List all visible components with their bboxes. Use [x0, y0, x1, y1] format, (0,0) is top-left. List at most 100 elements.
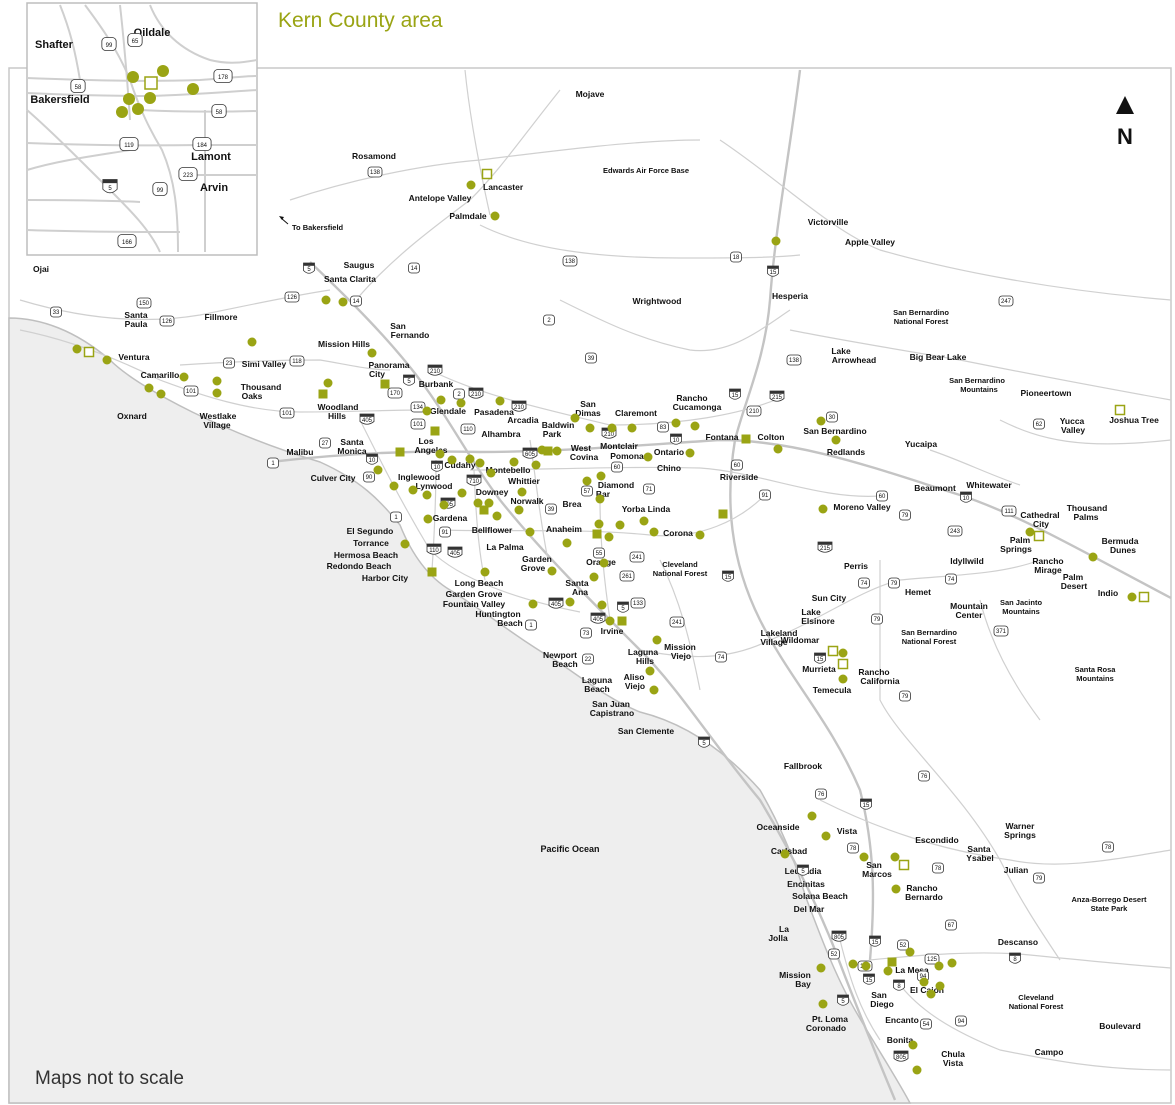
city-label: San Bernardino — [901, 628, 957, 637]
map-route-number: 110 — [429, 548, 439, 554]
map-location-dot — [422, 406, 432, 416]
map-location-dot — [102, 355, 112, 365]
highway-shield-icon: 76 — [815, 788, 827, 800]
map-location-dot — [439, 500, 449, 510]
city-label: Arcadia — [507, 415, 538, 425]
map-route-number: 60 — [879, 494, 886, 500]
interstate-shield-icon: 210 — [468, 387, 484, 399]
map-location-dot — [926, 989, 936, 999]
city-label: Jolla — [768, 933, 788, 943]
city-label: Idyllwild — [950, 556, 984, 566]
map-location-dot — [367, 348, 377, 358]
city-label: Springs — [1004, 830, 1036, 840]
interstate-shield-icon: 5 — [837, 994, 849, 1006]
map-location-dot — [1088, 552, 1098, 562]
highway-shield-icon: 99 — [152, 182, 168, 196]
highway-shield-icon: 178 — [213, 69, 233, 83]
interstate-shield-icon: 710 — [466, 474, 482, 486]
map-location-square — [543, 446, 553, 456]
map-route-number: 210 — [749, 409, 760, 415]
city-label: Riverside — [720, 472, 759, 482]
city-label: Oxnard — [117, 411, 147, 421]
interstate-shield-icon: 10 — [670, 433, 682, 445]
highway-shield-icon: 52 — [897, 939, 909, 951]
map-route-number: 133 — [633, 601, 644, 607]
map-route-number: 79 — [902, 694, 909, 700]
map-location-dot — [615, 520, 625, 530]
city-label: Bernardo — [905, 892, 943, 902]
highway-shield-icon: 101 — [183, 385, 199, 397]
map-location-open-square — [1114, 404, 1126, 416]
city-label: Center — [956, 610, 984, 620]
map-location-open-square — [83, 346, 95, 358]
highway-shield-icon: 62 — [1033, 418, 1045, 430]
map-route-number: 79 — [874, 617, 881, 623]
map-location-dot — [883, 966, 893, 976]
city-label: Aliso — [624, 672, 645, 682]
highway-shield-icon: 241 — [629, 551, 645, 563]
map-location-dot — [1025, 527, 1035, 537]
city-label: Woodland — [318, 402, 359, 412]
highway-shield-icon: 79 — [888, 577, 900, 589]
highway-shield-icon: 71 — [643, 483, 655, 495]
city-label: Indio — [1098, 588, 1118, 598]
map-route-number: 150 — [139, 301, 150, 307]
map-location-dot — [643, 452, 653, 462]
inset-route-number: 166 — [122, 240, 133, 246]
map-route-number: 210 — [471, 392, 482, 398]
highway-shield-icon: 1 — [267, 457, 279, 469]
map-location-dot — [908, 1040, 918, 1050]
map-location-square — [380, 379, 390, 389]
city-label: Valley — [1061, 425, 1085, 435]
highway-shield-icon: 65 — [127, 33, 143, 47]
city-label: Mirage — [1034, 565, 1062, 575]
highway-shield-icon: 79 — [1033, 872, 1045, 884]
city-label: Fernando — [391, 330, 430, 340]
map-location-dot — [891, 884, 901, 894]
highway-shield-icon: 138 — [562, 255, 578, 267]
map-route-number: 76 — [921, 774, 928, 780]
map-location-dot — [582, 476, 592, 486]
map-route-number: 14 — [411, 266, 418, 272]
map-route-number: 15 — [872, 940, 879, 946]
city-label: Cudahy — [444, 460, 475, 470]
highway-shield-icon: 91 — [759, 489, 771, 501]
city-label: Whitewater — [966, 480, 1012, 490]
map-route-number: 79 — [902, 513, 909, 519]
city-label: Simi Valley — [242, 359, 287, 369]
interstate-shield-icon: 405 — [447, 546, 463, 558]
city-label: Westlake — [200, 411, 237, 421]
city-label: San Bernardino — [803, 426, 866, 436]
map-route-number: 79 — [891, 581, 898, 587]
city-label: Lakeland — [761, 628, 798, 638]
scale-note: Maps not to scale — [35, 1068, 184, 1089]
map-route-number: 22 — [585, 657, 592, 663]
city-label: Mountains — [1002, 607, 1040, 616]
map-route-number: 101 — [413, 422, 424, 428]
highway-shield-icon: 52 — [828, 948, 840, 960]
map-route-number: 126 — [287, 295, 298, 301]
city-label: Dimas — [575, 408, 601, 418]
highway-shield-icon: 99 — [101, 37, 117, 51]
map-route-number: 78 — [1105, 845, 1112, 851]
highway-shield-icon: 261 — [619, 570, 635, 582]
map-location-dot — [905, 947, 915, 957]
map-location-dot — [321, 295, 331, 305]
city-label: Del Mar — [794, 904, 825, 914]
city-label: Lancaster — [483, 182, 524, 192]
highway-shield-icon: 78 — [1102, 841, 1114, 853]
interstate-shield-icon: 405 — [548, 597, 564, 609]
map-location-dot — [490, 211, 500, 221]
map-route-number: 170 — [390, 391, 401, 397]
city-label: Bellflower — [472, 525, 513, 535]
map-location-dot — [947, 958, 957, 968]
map-route-number: 138 — [565, 259, 576, 265]
highway-shield-icon: 2 — [453, 388, 465, 400]
highway-shield-icon: 22 — [582, 653, 594, 665]
map-location-dot — [475, 458, 485, 468]
city-label: Cathedral — [1020, 510, 1059, 520]
highway-shield-icon: 241 — [669, 616, 685, 628]
city-label: Gardena — [433, 513, 468, 523]
